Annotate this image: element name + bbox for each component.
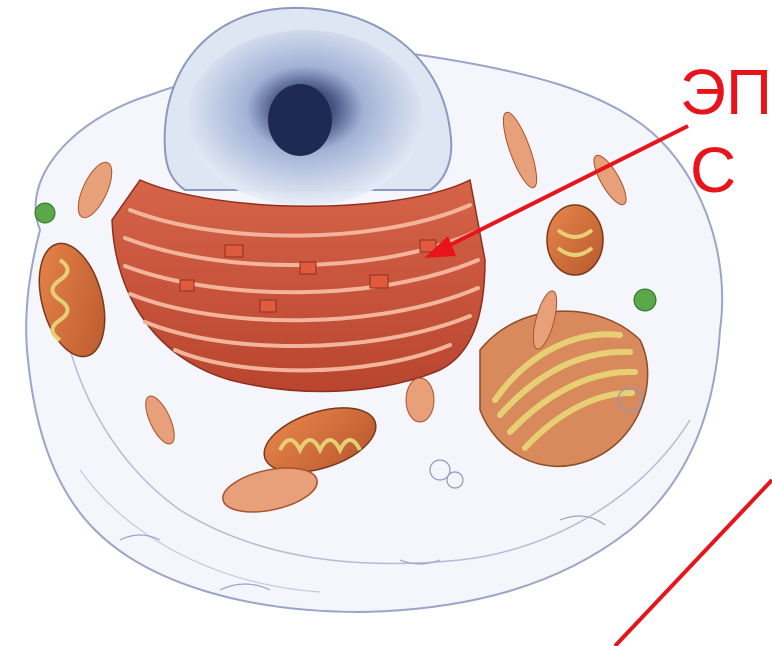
nucleus [165, 8, 452, 206]
eps-label-line2: С [690, 138, 736, 202]
nucleolus [268, 84, 332, 156]
mitochondrion-right [547, 205, 603, 275]
eps-label-line1: ЭП [680, 60, 772, 124]
